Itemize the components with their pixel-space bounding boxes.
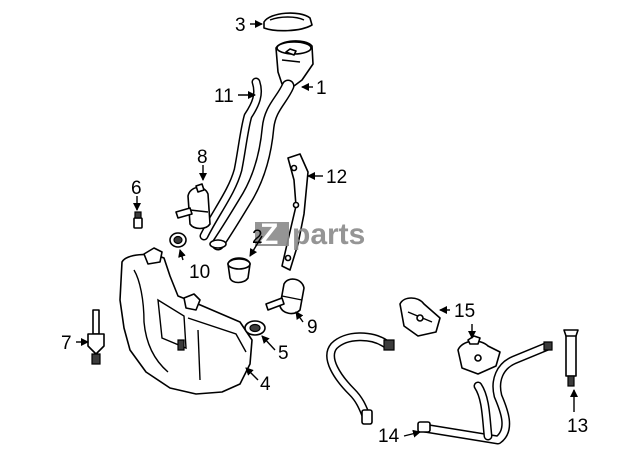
callout-3: 3 <box>235 15 246 36</box>
check-valve-lower[interactable] <box>457 335 501 375</box>
callout-14: 14 <box>378 426 400 447</box>
callout-15: 15 <box>454 301 475 322</box>
watermark: Z parts <box>255 218 365 251</box>
watermark-logo-icon <box>255 222 289 246</box>
washer-nozzle[interactable] <box>563 329 579 387</box>
watermark-logo-letter: Z <box>260 218 278 251</box>
callout-12: 12 <box>326 167 347 188</box>
callout-5: 5 <box>278 343 289 364</box>
callout-13: 13 <box>567 416 588 437</box>
filler-tube[interactable] <box>209 79 295 251</box>
neck-seal-2[interactable] <box>227 257 251 284</box>
washer-reservoir[interactable] <box>119 247 253 395</box>
callout-1: 1 <box>316 78 327 99</box>
pump-grommet-5[interactable] <box>244 320 266 336</box>
callout-labels: 3 1 11 8 12 6 2 10 7 9 5 4 15 13 14 <box>61 15 588 447</box>
pump-grommet-10[interactable] <box>169 232 187 248</box>
callout-4: 4 <box>260 374 271 395</box>
washer-pump-lower[interactable] <box>265 278 305 315</box>
callout-9: 9 <box>307 317 318 338</box>
level-sensor[interactable] <box>87 309 105 365</box>
leader-lines <box>76 20 578 438</box>
filler-cap[interactable] <box>263 12 313 32</box>
callout-7: 7 <box>61 333 72 354</box>
callout-2: 2 <box>252 227 263 248</box>
vent-hose[interactable] <box>199 77 263 241</box>
callout-11: 11 <box>214 86 234 107</box>
callout-8: 8 <box>197 147 208 168</box>
washer-hose[interactable] <box>326 332 553 445</box>
neck-bracket[interactable] <box>281 153 309 271</box>
washer-pump-upper[interactable] <box>175 183 211 230</box>
watermark-text: parts <box>292 218 365 251</box>
check-valve-upper[interactable] <box>399 297 441 337</box>
callout-6: 6 <box>131 178 142 199</box>
filler-neck[interactable] <box>275 40 314 87</box>
callout-10: 10 <box>189 262 210 283</box>
clip-6[interactable] <box>133 211 143 229</box>
